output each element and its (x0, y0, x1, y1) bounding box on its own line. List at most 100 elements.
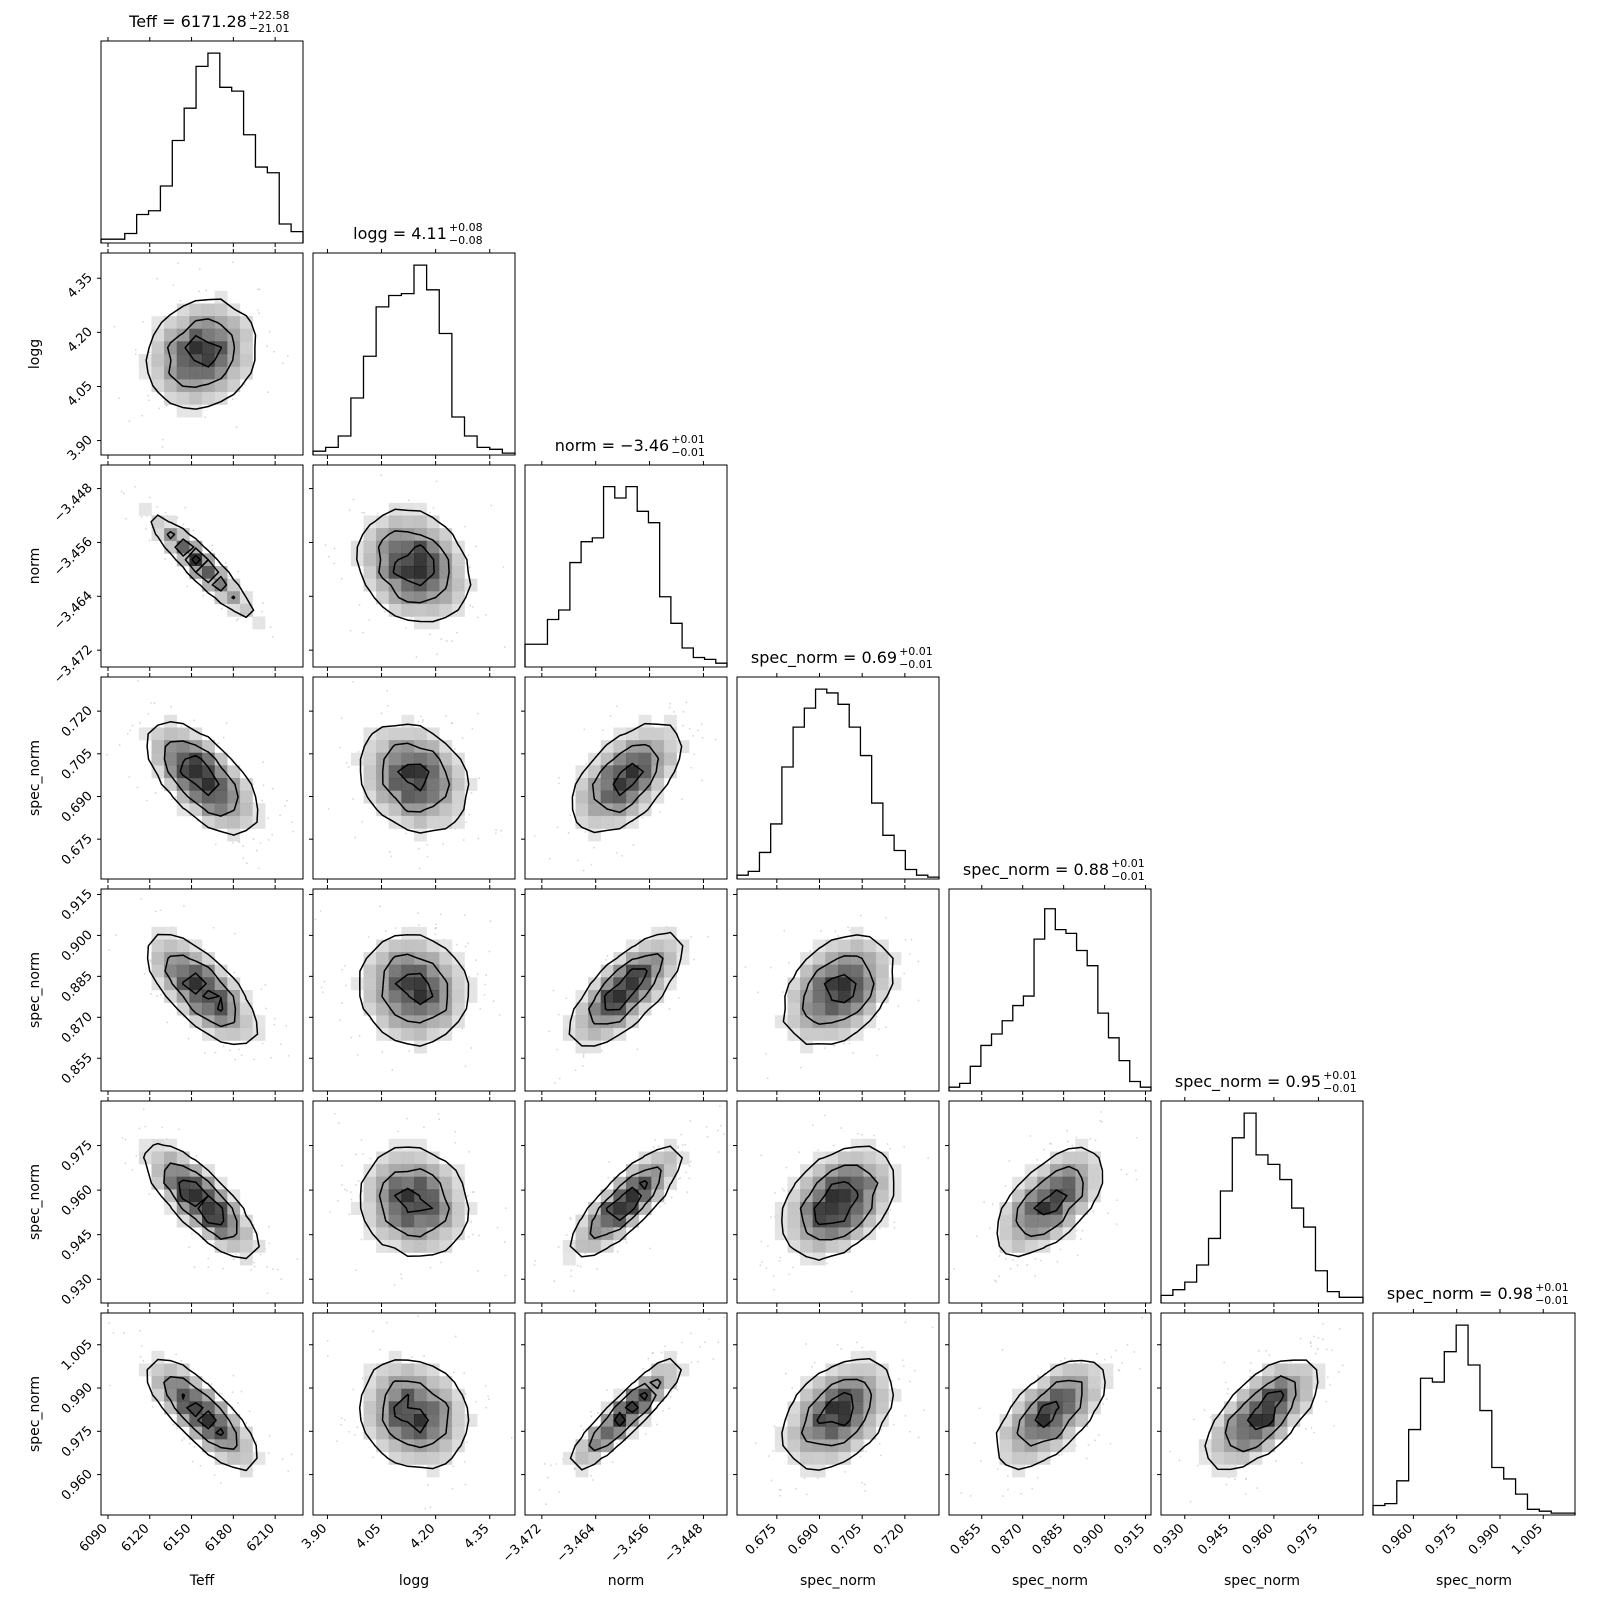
sample-point (319, 910, 322, 912)
density-cell (176, 803, 190, 817)
density-cell (164, 1176, 178, 1190)
density-cell (774, 1202, 788, 1215)
density-cell (787, 1015, 801, 1029)
x-tick-label: 0.930 (1151, 1521, 1188, 1558)
sample-point (706, 1135, 709, 1138)
x-tick-label: 6120 (119, 1521, 153, 1555)
sample-point (580, 1425, 583, 1427)
sample-point (463, 1461, 466, 1463)
sample-point (585, 763, 588, 765)
density-cell (227, 977, 241, 991)
sample-point (904, 1414, 907, 1417)
sample-point (360, 1139, 363, 1142)
density-cell (626, 1015, 639, 1029)
sample-point (632, 844, 635, 846)
y-tick-label: −3.472 (51, 642, 96, 687)
sample-point (908, 952, 911, 955)
density-cell (401, 740, 415, 754)
sample-point (1071, 1144, 1074, 1147)
sample-point (131, 1169, 134, 1171)
sample-point (723, 1133, 726, 1136)
density-cell (562, 1015, 576, 1029)
density-cell (850, 1388, 864, 1402)
density-cell (1211, 1451, 1225, 1465)
density-cell (164, 727, 178, 741)
sample-point (150, 702, 152, 704)
sample-point (118, 397, 120, 400)
density-cell (363, 578, 377, 592)
x-tick-label: 6180 (202, 1521, 236, 1555)
density-cell (626, 803, 639, 817)
sample-point (240, 1390, 243, 1393)
sample-point (386, 1321, 389, 1324)
sample-point (417, 720, 420, 723)
density-cell (600, 1426, 614, 1440)
sample-point (960, 1492, 963, 1495)
sample-point (339, 1019, 342, 1022)
density-cell (613, 740, 627, 754)
density-cell (151, 939, 165, 953)
panel-title-plus: +0.01 (1535, 1281, 1569, 1294)
density-cell (1050, 1439, 1063, 1453)
density-cell (1236, 1439, 1250, 1453)
density-cell (838, 1451, 851, 1465)
density-cell (1012, 1401, 1026, 1415)
density-cell (227, 328, 241, 342)
density-cell (638, 1189, 652, 1203)
density-cell (376, 1015, 390, 1029)
sample-point (390, 855, 393, 858)
density-cell (863, 1176, 877, 1190)
sample-point (685, 1171, 687, 1174)
sample-point (680, 1341, 683, 1344)
density-cell (388, 1202, 402, 1215)
density-cell (426, 1439, 440, 1453)
density-cell (825, 1376, 839, 1390)
sample-point (719, 1124, 722, 1127)
contour-line (588, 953, 664, 1025)
sample-point (279, 1043, 282, 1046)
density-cell (189, 990, 203, 1003)
sample-point (243, 383, 246, 386)
sample-point (218, 1392, 221, 1395)
density-cell (401, 990, 415, 1003)
sample-point (1075, 1229, 1078, 1232)
sample-point (805, 1493, 808, 1496)
density-cell (588, 1239, 602, 1253)
density-cell (227, 1002, 241, 1016)
density-cell (414, 1388, 427, 1402)
density-cell (1224, 1414, 1238, 1427)
density-cell (1211, 1414, 1225, 1427)
density-cell (426, 1214, 440, 1228)
sample-point (161, 438, 164, 441)
sample-point (380, 474, 382, 477)
density-cell (863, 1214, 877, 1228)
sample-point (362, 1153, 364, 1155)
x-tick-label: 0.690 (785, 1521, 822, 1558)
sample-point (1310, 1345, 1313, 1348)
sample-point (439, 913, 442, 916)
sample-point (1034, 1257, 1037, 1260)
sample-point (1007, 1475, 1009, 1478)
sample-point (1322, 1322, 1324, 1325)
density-cell (239, 366, 253, 380)
density-cell (202, 1426, 215, 1440)
density-cell (651, 778, 665, 791)
density-cell (787, 1189, 801, 1203)
sample-point (228, 575, 230, 578)
sample-point (479, 1007, 482, 1010)
sample-point (464, 1065, 467, 1068)
density-cell (426, 964, 440, 978)
density-cell (663, 939, 677, 953)
sample-point (978, 1407, 981, 1410)
density-cell (151, 341, 165, 355)
sample-point (773, 1288, 775, 1291)
sample-point (213, 1242, 216, 1245)
density-cell (613, 815, 627, 829)
sample-point (816, 1477, 819, 1479)
sample-point (134, 348, 137, 351)
sample-point (336, 1199, 339, 1202)
density-cell (214, 290, 228, 304)
sample-point (1087, 1444, 1090, 1446)
sample-point (236, 1402, 239, 1404)
sample-point (200, 1228, 203, 1231)
